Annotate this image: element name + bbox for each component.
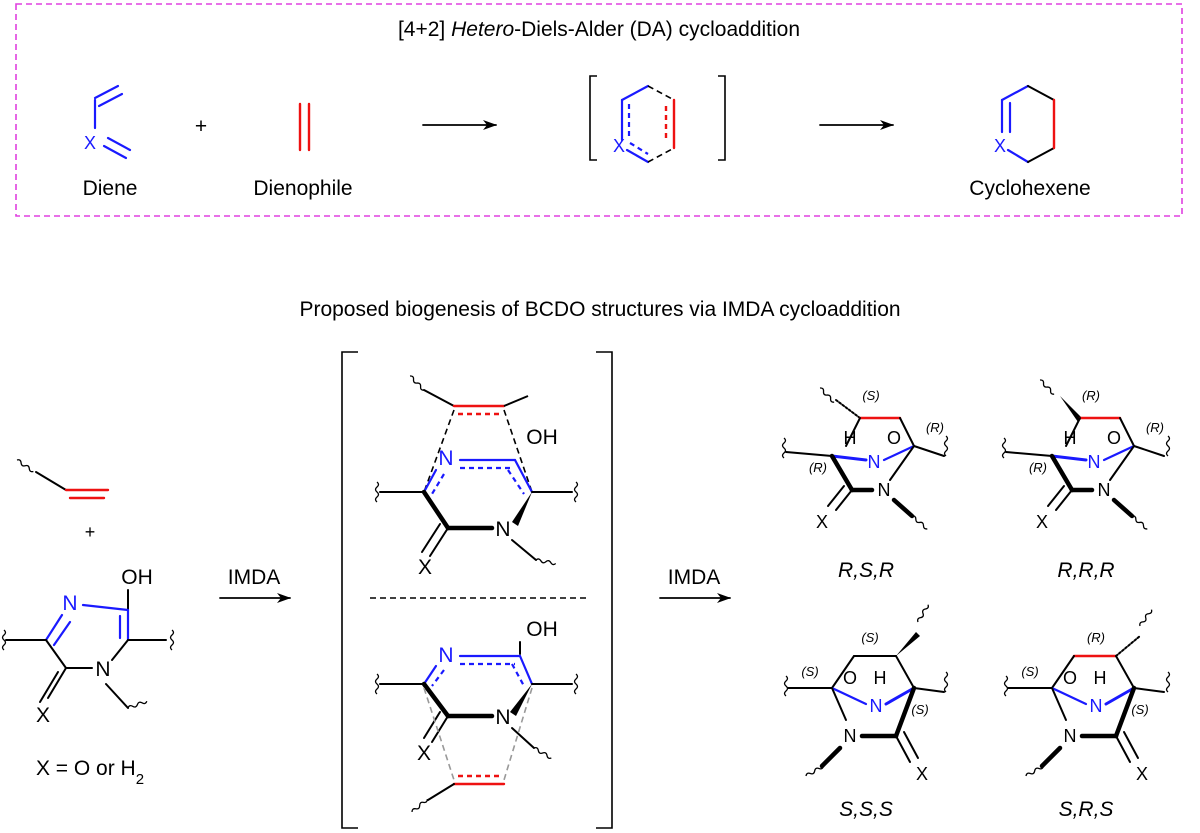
ts-top-x: X — [418, 556, 432, 579]
p4-stereo-1: (R) — [1087, 630, 1105, 645]
p3-h: H — [874, 668, 887, 688]
p4-stereo-2: (S) — [1021, 664, 1038, 679]
p4-h: H — [1094, 668, 1107, 688]
hetero-diels-alder-panel: [4+2] Hetero-Diels-Alder (DA) cycloaddit… — [15, 3, 1183, 217]
p4-n2: N — [1064, 726, 1077, 746]
p4-x: X — [1136, 764, 1148, 784]
panel-frame — [15, 3, 1183, 217]
p4-o: O — [1063, 668, 1077, 688]
product-rrr: (R) (R) H N O (R) X N R,R,R — [1001, 378, 1171, 582]
p2-n2: N — [1098, 480, 1111, 500]
imda-label-1: IMDA — [228, 566, 281, 589]
p1-stereo-2: (R) — [926, 420, 944, 435]
transition-state-bottom: OH N N X — [374, 618, 579, 814]
p2-n: N — [1088, 452, 1101, 472]
cyclohexene-structure: X — [994, 84, 1056, 164]
plus-sign: + — [195, 115, 207, 138]
p3-stereo-3: (S) — [911, 702, 928, 717]
product-srs: (R) (S) O H N (S) N X S,R,S — [1003, 608, 1171, 821]
panel-title: [4+2] Hetero-Diels-Alder (DA) cycloaddit… — [398, 18, 800, 41]
product-label: Cyclohexene — [969, 177, 1090, 200]
p2-x: X — [1036, 512, 1048, 532]
p1-stereo-1: (S) — [862, 388, 879, 403]
ts-bracket-right — [596, 351, 613, 829]
x-definition: X = O or H2 — [36, 757, 144, 788]
p2-stereo-2: (R) — [1146, 420, 1164, 435]
ts-bottom-x: X — [417, 742, 431, 765]
p1-o: O — [887, 428, 901, 448]
p3-stereo-1: (S) — [861, 630, 878, 645]
dienophile-label: Dienophile — [253, 177, 352, 200]
p3-n: N — [870, 696, 883, 716]
heteroatom-x: X — [84, 133, 96, 153]
p2-o: O — [1107, 428, 1121, 448]
dienophile-structure — [298, 102, 311, 152]
imda-label-2: IMDA — [668, 566, 721, 589]
p3-label: S,S,S — [839, 798, 893, 821]
biogenesis-title: Proposed biogenesis of BCDO structures v… — [299, 298, 900, 321]
p2-stereo-3: (R) — [1029, 460, 1047, 475]
ring-nitrogen: N — [62, 592, 77, 615]
ts-bracket-left — [341, 351, 358, 829]
p4-label: S,R,S — [1059, 798, 1114, 821]
plus-sign-2: + — [85, 522, 96, 542]
product-sss: (S) (S) O H N (S) N X S,S,S — [783, 603, 949, 821]
diene-structure: X — [84, 84, 132, 160]
p1-n2: N — [878, 480, 891, 500]
p1-n: N — [868, 452, 881, 472]
p3-o: O — [843, 668, 857, 688]
p4-stereo-3: (S) — [1131, 702, 1148, 717]
p1-label: R,S,R — [838, 559, 894, 582]
p1-stereo-3: (R) — [809, 460, 827, 475]
p1-x: X — [816, 512, 828, 532]
transition-state: X — [589, 75, 726, 164]
ts-top-oh: OH — [526, 426, 558, 449]
p2-h: H — [1064, 428, 1077, 448]
product-rsr: (S) (R) H N O (R) X N R,S,R — [781, 386, 949, 582]
p4-n: N — [1090, 696, 1103, 716]
ts-top-amide-n: N — [495, 518, 510, 541]
diene-label: Diene — [83, 177, 138, 200]
p3-n2: N — [844, 726, 857, 746]
ts-bottom-n: N — [438, 644, 453, 667]
ring-x: X — [36, 704, 50, 727]
ts-heteroatom-x: X — [613, 136, 625, 156]
product-heteroatom-x: X — [994, 136, 1006, 156]
hydroxyl-oh: OH — [121, 566, 153, 589]
transition-state-top: OH N X N — [374, 374, 579, 579]
ts-bottom-amide-n: N — [495, 706, 510, 729]
ts-bottom-oh: OH — [526, 618, 558, 641]
ts-top-n: N — [438, 447, 453, 470]
substrate-structure: + OH N X N X = O or H2 — [1, 458, 175, 788]
p3-x: X — [916, 764, 928, 784]
p2-label: R,R,R — [1057, 559, 1114, 582]
p1-h: H — [844, 428, 857, 448]
p3-stereo-2: (S) — [801, 664, 818, 679]
p2-stereo-1: (R) — [1082, 388, 1100, 403]
amide-nitrogen: N — [95, 658, 110, 681]
